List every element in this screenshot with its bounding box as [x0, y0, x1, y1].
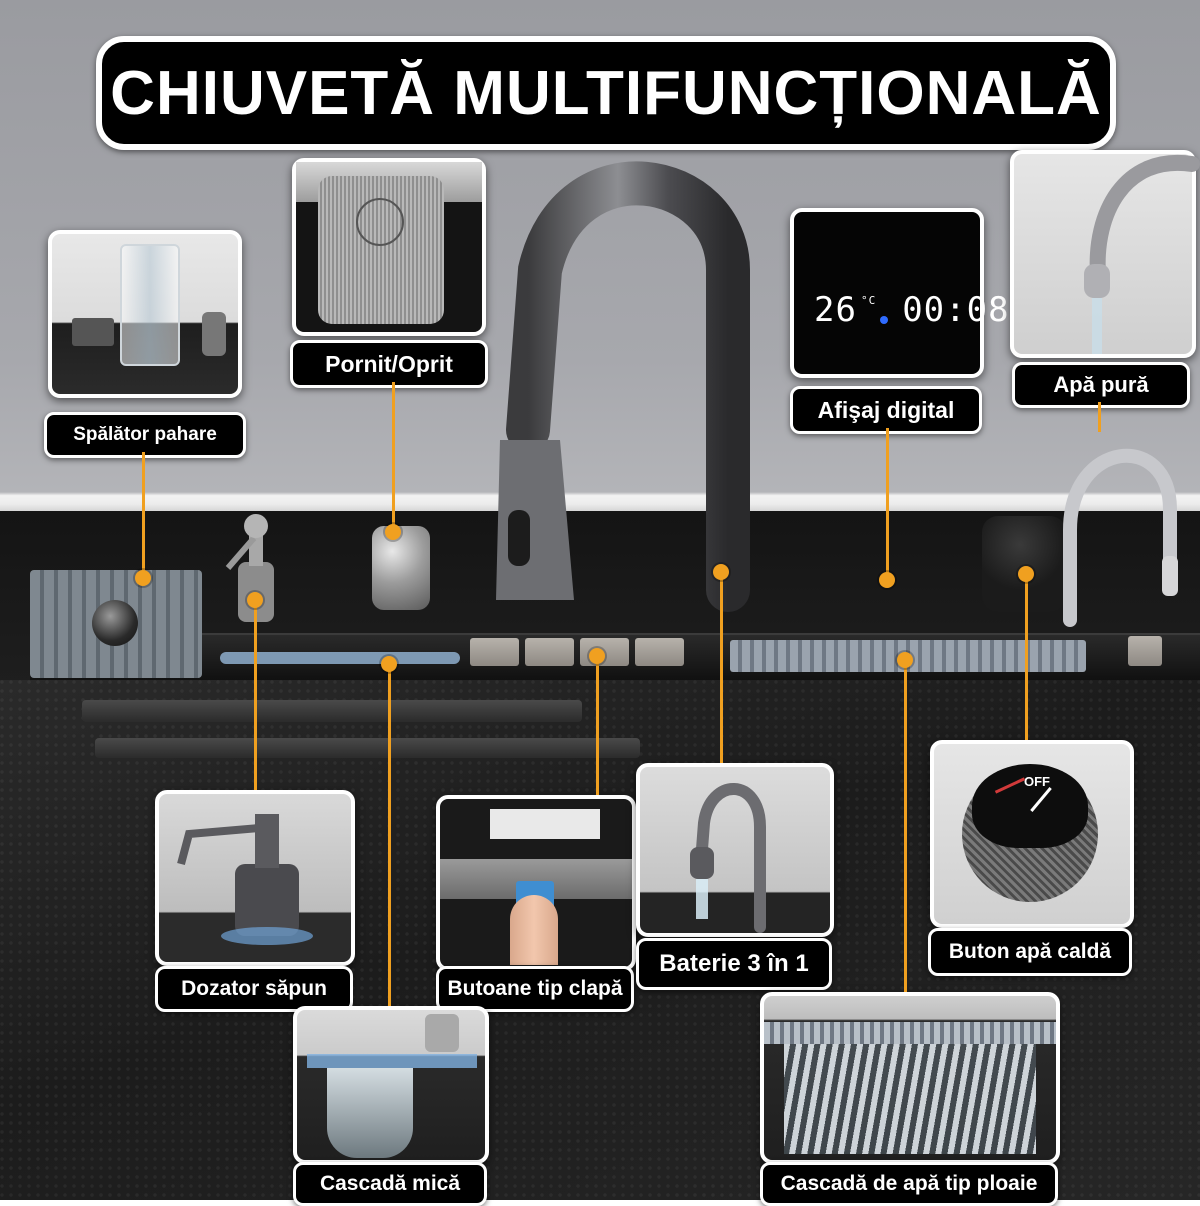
connector-line [392, 382, 395, 534]
flap-button[interactable] [580, 638, 629, 666]
display-dot [880, 316, 889, 324]
pure-water-faucet-icon[interactable] [1040, 420, 1200, 627]
connector-line [1098, 402, 1101, 432]
rain-waterfall-photo [760, 992, 1060, 1164]
connector-dot [879, 572, 895, 588]
small-waterfall-outlet [220, 652, 460, 664]
small-waterfall-label: Cascadă mică [293, 1162, 487, 1206]
display-temperature: 26 [814, 290, 857, 330]
connector-line [254, 600, 257, 790]
knob-off-text: OFF [1024, 774, 1050, 789]
on-off-photo [292, 158, 486, 336]
glass-rinser-label: Spălător pahare [44, 412, 246, 458]
pure-water-photo [1010, 150, 1200, 358]
small-waterfall-photo [293, 1006, 489, 1164]
thermostat-knob-icon[interactable] [982, 516, 1066, 612]
utensil-ledge [82, 700, 582, 722]
page-title: CHIUVETĂ MULTIFUNCȚIONALĂ [96, 36, 1116, 150]
display-readout: 26 °C 00:08 [814, 290, 1010, 330]
flap-button[interactable] [635, 638, 684, 666]
connector-dot [381, 656, 397, 672]
connector-line [886, 428, 889, 580]
connector-dot [385, 524, 401, 540]
digital-display-photo: 26 °C 00:08 [790, 208, 1009, 378]
connector-dot [247, 592, 263, 608]
connector-line [596, 656, 599, 795]
connector-line [388, 664, 391, 1006]
faucet-3in1-photo [636, 763, 834, 937]
flap-buttons-label: Butoane tip clapă [436, 966, 634, 1012]
connector-line [720, 572, 723, 763]
hot-water-button-label: Buton apă caldă [928, 928, 1132, 976]
hot-water-knob-photo: OFF [930, 740, 1134, 928]
connector-dot [135, 570, 151, 586]
utensil-ledge [95, 738, 640, 758]
connector-dot [589, 648, 605, 664]
on-off-label: Pornit/Oprit [290, 340, 488, 388]
soap-dispenser-label: Dozator săpun [155, 966, 353, 1012]
faucet-3in1-label: Baterie 3 în 1 [636, 938, 832, 990]
power-knob-icon[interactable] [372, 526, 430, 610]
connector-dot [897, 652, 913, 668]
soap-dispenser-photo [155, 790, 355, 966]
display-unit: °C [860, 294, 877, 307]
flap-button[interactable] [1128, 636, 1162, 666]
flap-button-row [470, 638, 684, 666]
connector-line [1025, 574, 1028, 740]
rain-waterfall-label: Cascadă de apă tip ploaie [760, 1162, 1058, 1206]
flap-button[interactable] [525, 638, 574, 666]
display-time: 00:08 [902, 290, 1010, 330]
digital-display-label: Afişaj digital [790, 386, 982, 434]
glass-rinser-icon[interactable] [92, 600, 138, 646]
connector-line [904, 660, 907, 992]
flap-button[interactable] [470, 638, 519, 666]
connector-dot [713, 564, 729, 580]
pure-water-label: Apă pură [1012, 362, 1190, 408]
connector-line [142, 452, 145, 578]
glass-rinser-photo [48, 230, 242, 398]
connector-dot [1018, 566, 1034, 582]
flap-buttons-photo [436, 795, 636, 971]
